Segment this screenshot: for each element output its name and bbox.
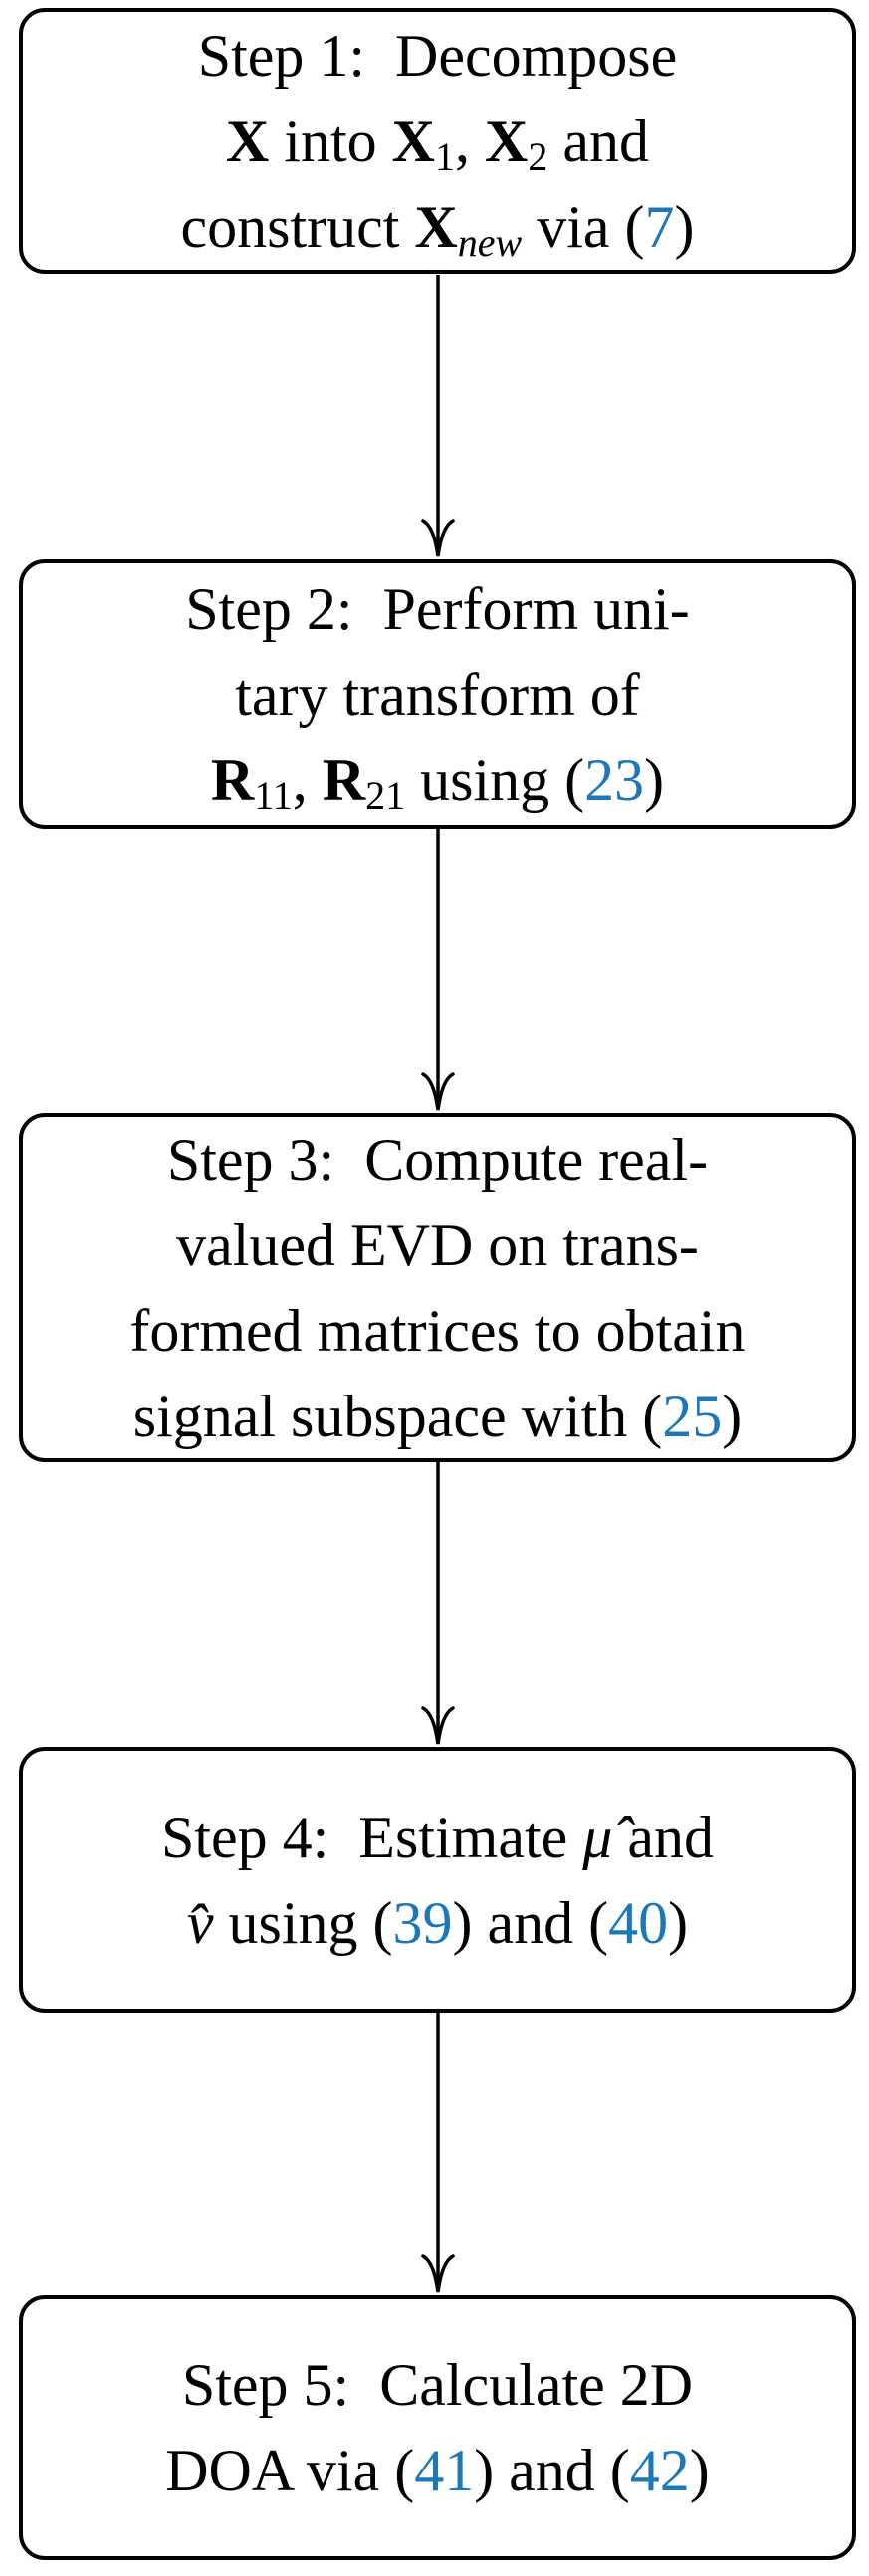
equation-ref-23[interactable]: 23 [584,747,645,813]
step-text: and [547,107,649,174]
arrow-step3-to-step4 [418,1462,458,1747]
mu-hat-symbol: μ̂ [582,1804,613,1870]
arrow-step2-to-step3 [418,828,458,1113]
subscript: 21 [365,772,406,818]
step-text: Step 3: Compute real- [166,1126,709,1192]
step-text: ) and ( [452,1889,609,1956]
step-text: signal subspace with ( [132,1383,663,1449]
matrix-symbol: X [414,193,458,260]
equation-ref-25[interactable]: 25 [662,1383,723,1449]
step-1-line-3: construct Xnew via (7) [181,184,695,270]
step-text: , [455,107,486,174]
step-text: into [269,107,392,174]
step-2-line-3: R11, R21 using (23) [211,738,664,823]
step-text: DOA via ( [165,2438,415,2503]
matrix-symbol: R [210,747,255,813]
flow-box-step-2: Step 2: Perform uni- tary transform of R… [19,559,856,829]
step-text: construct [180,193,415,260]
step-3-line-1: Step 3: Compute real- [167,1117,708,1202]
step-text: valued EVD on trans- [176,1211,699,1278]
step-text: ) [674,193,695,260]
step-5-line-1: Step 5: Calculate 2D [182,2342,693,2428]
matrix-symbol: X [225,107,270,174]
step-text: ) [722,1383,743,1449]
step-text: , [292,747,323,813]
step-2-line-1: Step 2: Perform uni- [185,566,690,652]
arrow-step4-to-step5 [418,2011,458,2295]
matrix-symbol: R [322,747,366,813]
step-3-line-3: formed matrices to obtain [129,1288,745,1374]
equation-ref-41[interactable]: 41 [414,2438,475,2503]
subscript: 1 [435,133,456,179]
step-text: ) and ( [474,2438,630,2503]
equation-ref-7[interactable]: 7 [644,193,675,260]
subscript: 11 [254,772,293,818]
matrix-symbol: X [485,107,529,174]
step-text: Step 4: Estimate [160,1804,583,1870]
step-text: tary transform of [235,661,640,728]
flow-box-step-1: Step 1: Decompose X into X1, X2 and cons… [19,8,856,274]
flow-box-step-3: Step 3: Compute real- valued EVD on tran… [19,1113,856,1462]
step-4-line-1: Step 4: Estimate μ̂ and [161,1795,714,1880]
step-3-line-2: valued EVD on trans- [176,1202,699,1288]
step-text: via ( [522,193,645,260]
step-text: ) [689,2438,710,2503]
step-text: ) [668,1889,689,1956]
step-1-line-2: X into X1, X2 and [226,99,649,184]
flow-box-step-4: Step 4: Estimate μ̂ and v̂ using (39) an… [19,1747,856,2013]
subscript: 2 [528,133,548,179]
arrow-step1-to-step2 [418,275,458,559]
v-hat-symbol: v̂ [186,1889,214,1956]
step-text: using ( [405,747,585,813]
step-text: and [612,1804,715,1870]
step-text: Step 2: Perform uni- [185,575,690,642]
flow-box-step-5: Step 5: Calculate 2D DOA via (41) and (4… [19,2295,856,2560]
step-text: Step 5: Calculate 2D [181,2352,694,2418]
matrix-symbol: X [391,107,436,174]
step-5-line-2: DOA via (41) and (42) [165,2428,710,2513]
step-3-line-4: signal subspace with (25) [133,1374,743,1459]
step-text: using ( [213,1889,393,1956]
step-text: Step 1: Decompose [197,22,678,89]
step-text: ) [644,747,665,813]
step-4-line-2: v̂ using (39) and (40) [187,1880,688,1966]
step-2-line-2: tary transform of [235,652,640,738]
equation-ref-42[interactable]: 42 [629,2438,690,2503]
step-1-line-1: Step 1: Decompose [198,13,678,99]
equation-ref-39[interactable]: 39 [392,1889,453,1956]
equation-ref-40[interactable]: 40 [608,1889,669,1956]
step-text: formed matrices to obtain [129,1297,746,1364]
subscript: new [457,219,523,265]
